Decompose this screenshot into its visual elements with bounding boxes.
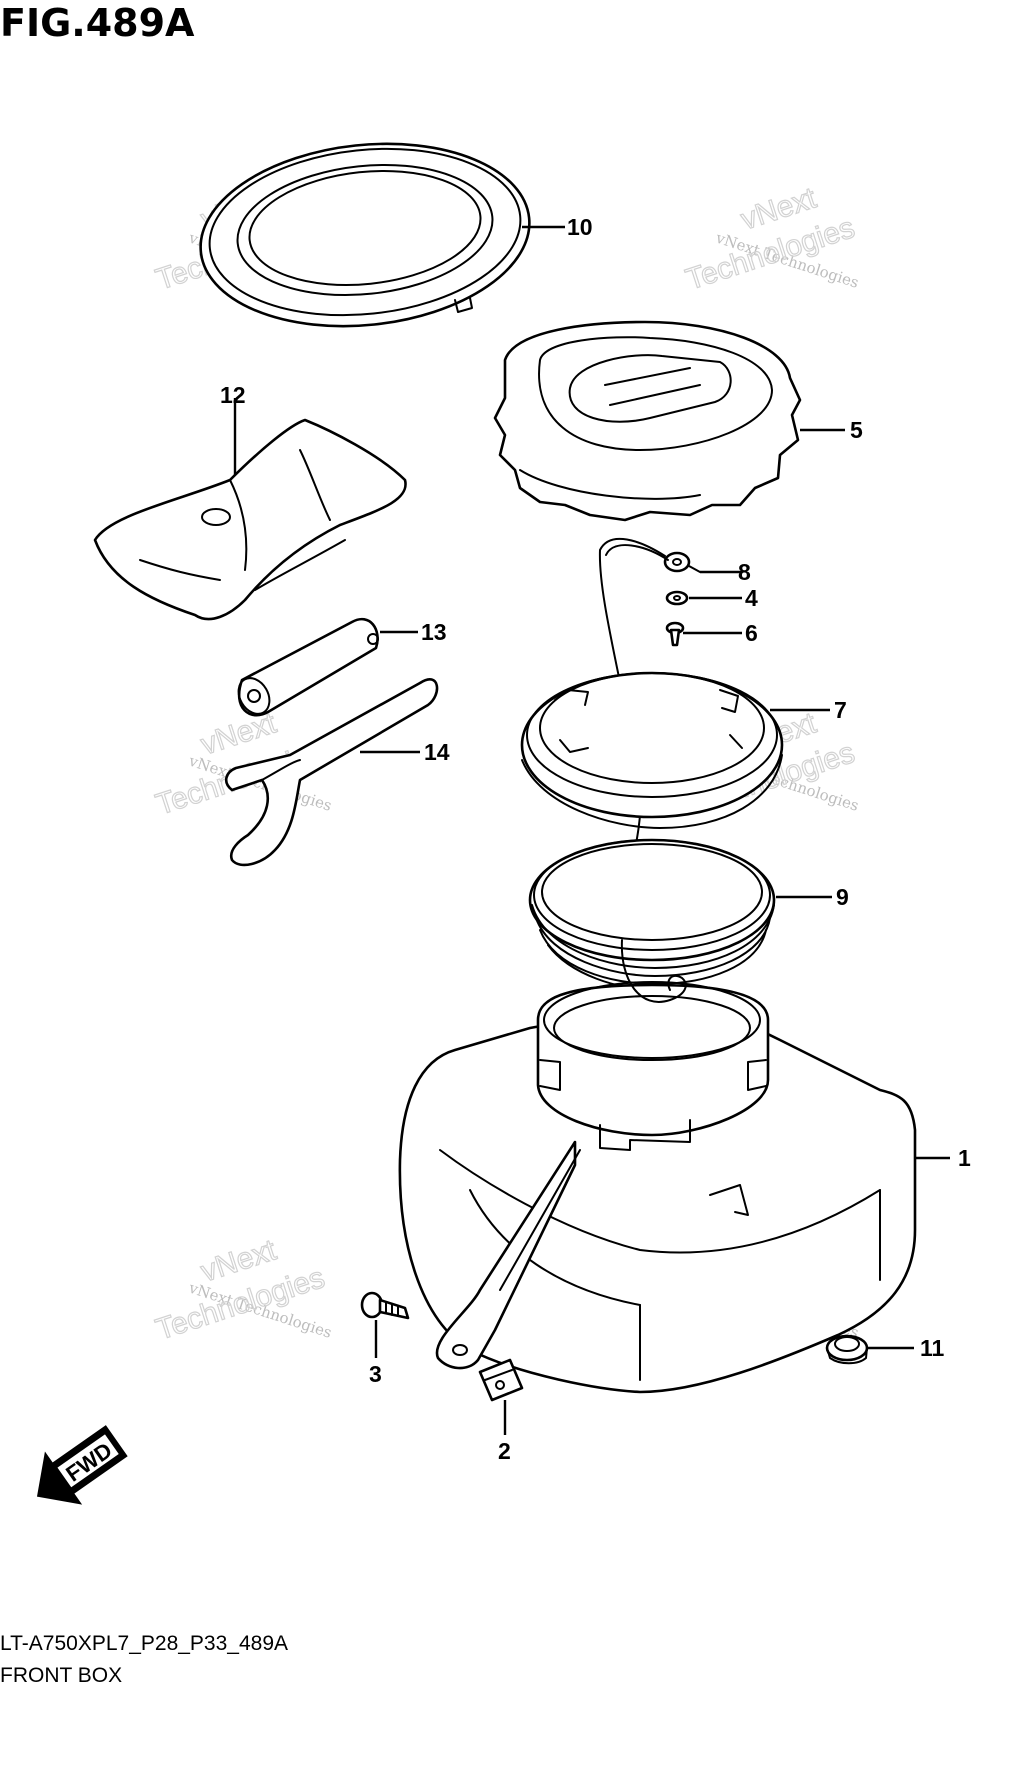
part-7-lock-ring (520, 671, 784, 829)
callout-14: 14 (424, 739, 450, 765)
part-13-tool-roll (237, 618, 379, 717)
fwd-arrow: FWD (36, 1425, 128, 1505)
part-6-screw (665, 621, 685, 647)
callout-5: 5 (850, 417, 863, 443)
part-5-cap (493, 320, 802, 522)
part-8-cable-end (663, 551, 701, 573)
leader-lines (233, 225, 950, 1435)
figure-title: FIG.489A (0, 1, 195, 45)
callout-3: 3 (369, 1361, 382, 1387)
watermark-2: vNext Technologies vNext Technologies (681, 181, 861, 297)
callout-12: 12 (220, 382, 246, 408)
callout-2: 2 (498, 1438, 511, 1464)
part-2-clip (478, 1358, 524, 1402)
part-12-pouch (93, 418, 407, 621)
callout-13: 13 (421, 619, 447, 645)
figure-name: FRONT BOX (0, 1664, 122, 1687)
part-1-front-box (398, 939, 917, 1394)
callout-7: 7 (834, 697, 847, 723)
callout-6: 6 (745, 620, 758, 646)
part-9-threaded-ring (528, 838, 776, 991)
part-11-grommet (825, 1334, 869, 1365)
callout-4: 4 (745, 585, 758, 611)
part-14-spanner (224, 678, 439, 867)
watermark-5: vNext Technologies vNext Technologies (151, 1233, 334, 1347)
callout-8: 8 (738, 559, 751, 585)
callout-1: 1 (958, 1145, 971, 1171)
part-3-screw (360, 1291, 410, 1320)
part-10-lid-seal (199, 142, 531, 328)
part-4-washer (665, 590, 689, 606)
tether-cable-inner (605, 544, 669, 561)
callout-10: 10 (567, 214, 593, 240)
callouts: 10 5 12 13 14 8 4 6 7 9 1 11 3 2 (220, 214, 971, 1464)
callout-11: 11 (920, 1335, 945, 1361)
figure-model-code: LT-A750XPL7_P28_P33_489A (0, 1632, 288, 1655)
callout-9: 9 (836, 884, 849, 910)
